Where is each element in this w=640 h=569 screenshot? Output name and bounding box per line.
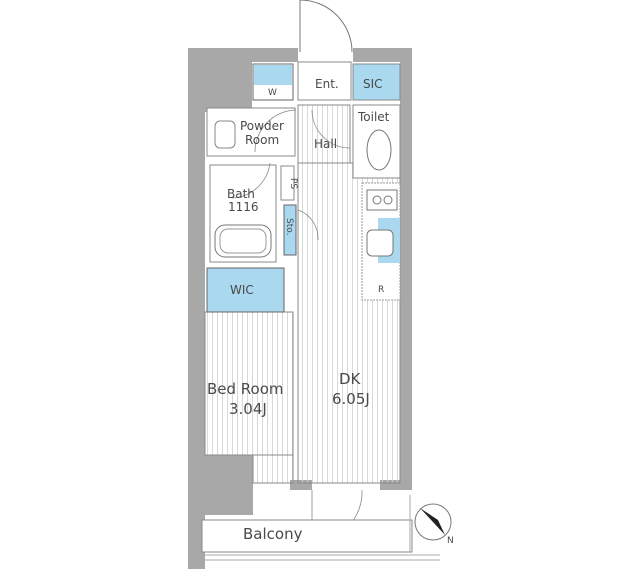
powder-label-2: Room xyxy=(245,133,279,147)
bath-label-1: Bath xyxy=(227,187,255,201)
ps-label: PS xyxy=(288,178,298,189)
sto-label: Sto. xyxy=(284,218,294,235)
bedroom-floor xyxy=(204,311,294,456)
bedroom-size: 3.04J xyxy=(229,400,267,418)
dk-name: DK xyxy=(339,370,362,388)
dk-size: 6.05J xyxy=(332,390,370,408)
entrance-door[interactable] xyxy=(299,0,353,53)
storage xyxy=(283,204,297,256)
hall xyxy=(297,104,351,164)
bedroom-name: Bed Room xyxy=(207,380,284,398)
toilet-icon xyxy=(366,129,392,171)
exterior-walls xyxy=(188,48,412,569)
wic-label: WIC xyxy=(230,283,254,297)
entrance-label: Ent. xyxy=(315,77,339,91)
balcony-label: Balcony xyxy=(243,525,303,543)
sto-door[interactable] xyxy=(297,209,319,241)
balcony xyxy=(201,519,413,553)
wic-room xyxy=(206,267,285,313)
bath-door[interactable] xyxy=(231,162,271,199)
sink-icon xyxy=(214,120,236,149)
stove-icon xyxy=(366,189,398,211)
kitchen-sink-icon xyxy=(366,229,394,257)
powder-door[interactable] xyxy=(254,109,297,153)
hall-door[interactable] xyxy=(311,109,351,149)
compass-icon: N xyxy=(414,503,454,546)
powder-label-1: Powder xyxy=(240,119,284,133)
bath-label-2: 1116 xyxy=(228,200,259,214)
ps-shaft xyxy=(280,165,295,201)
bathtub-icon xyxy=(214,224,272,258)
w-label: W xyxy=(268,88,277,98)
toilet-label: Toilet xyxy=(357,110,390,124)
sic-label: SIC xyxy=(363,77,383,91)
entrance xyxy=(297,61,352,101)
svg-text:N: N xyxy=(447,536,454,546)
sic-room xyxy=(352,63,401,101)
refrigerator-label: R xyxy=(378,285,384,295)
hall-label: Hall xyxy=(314,137,337,151)
